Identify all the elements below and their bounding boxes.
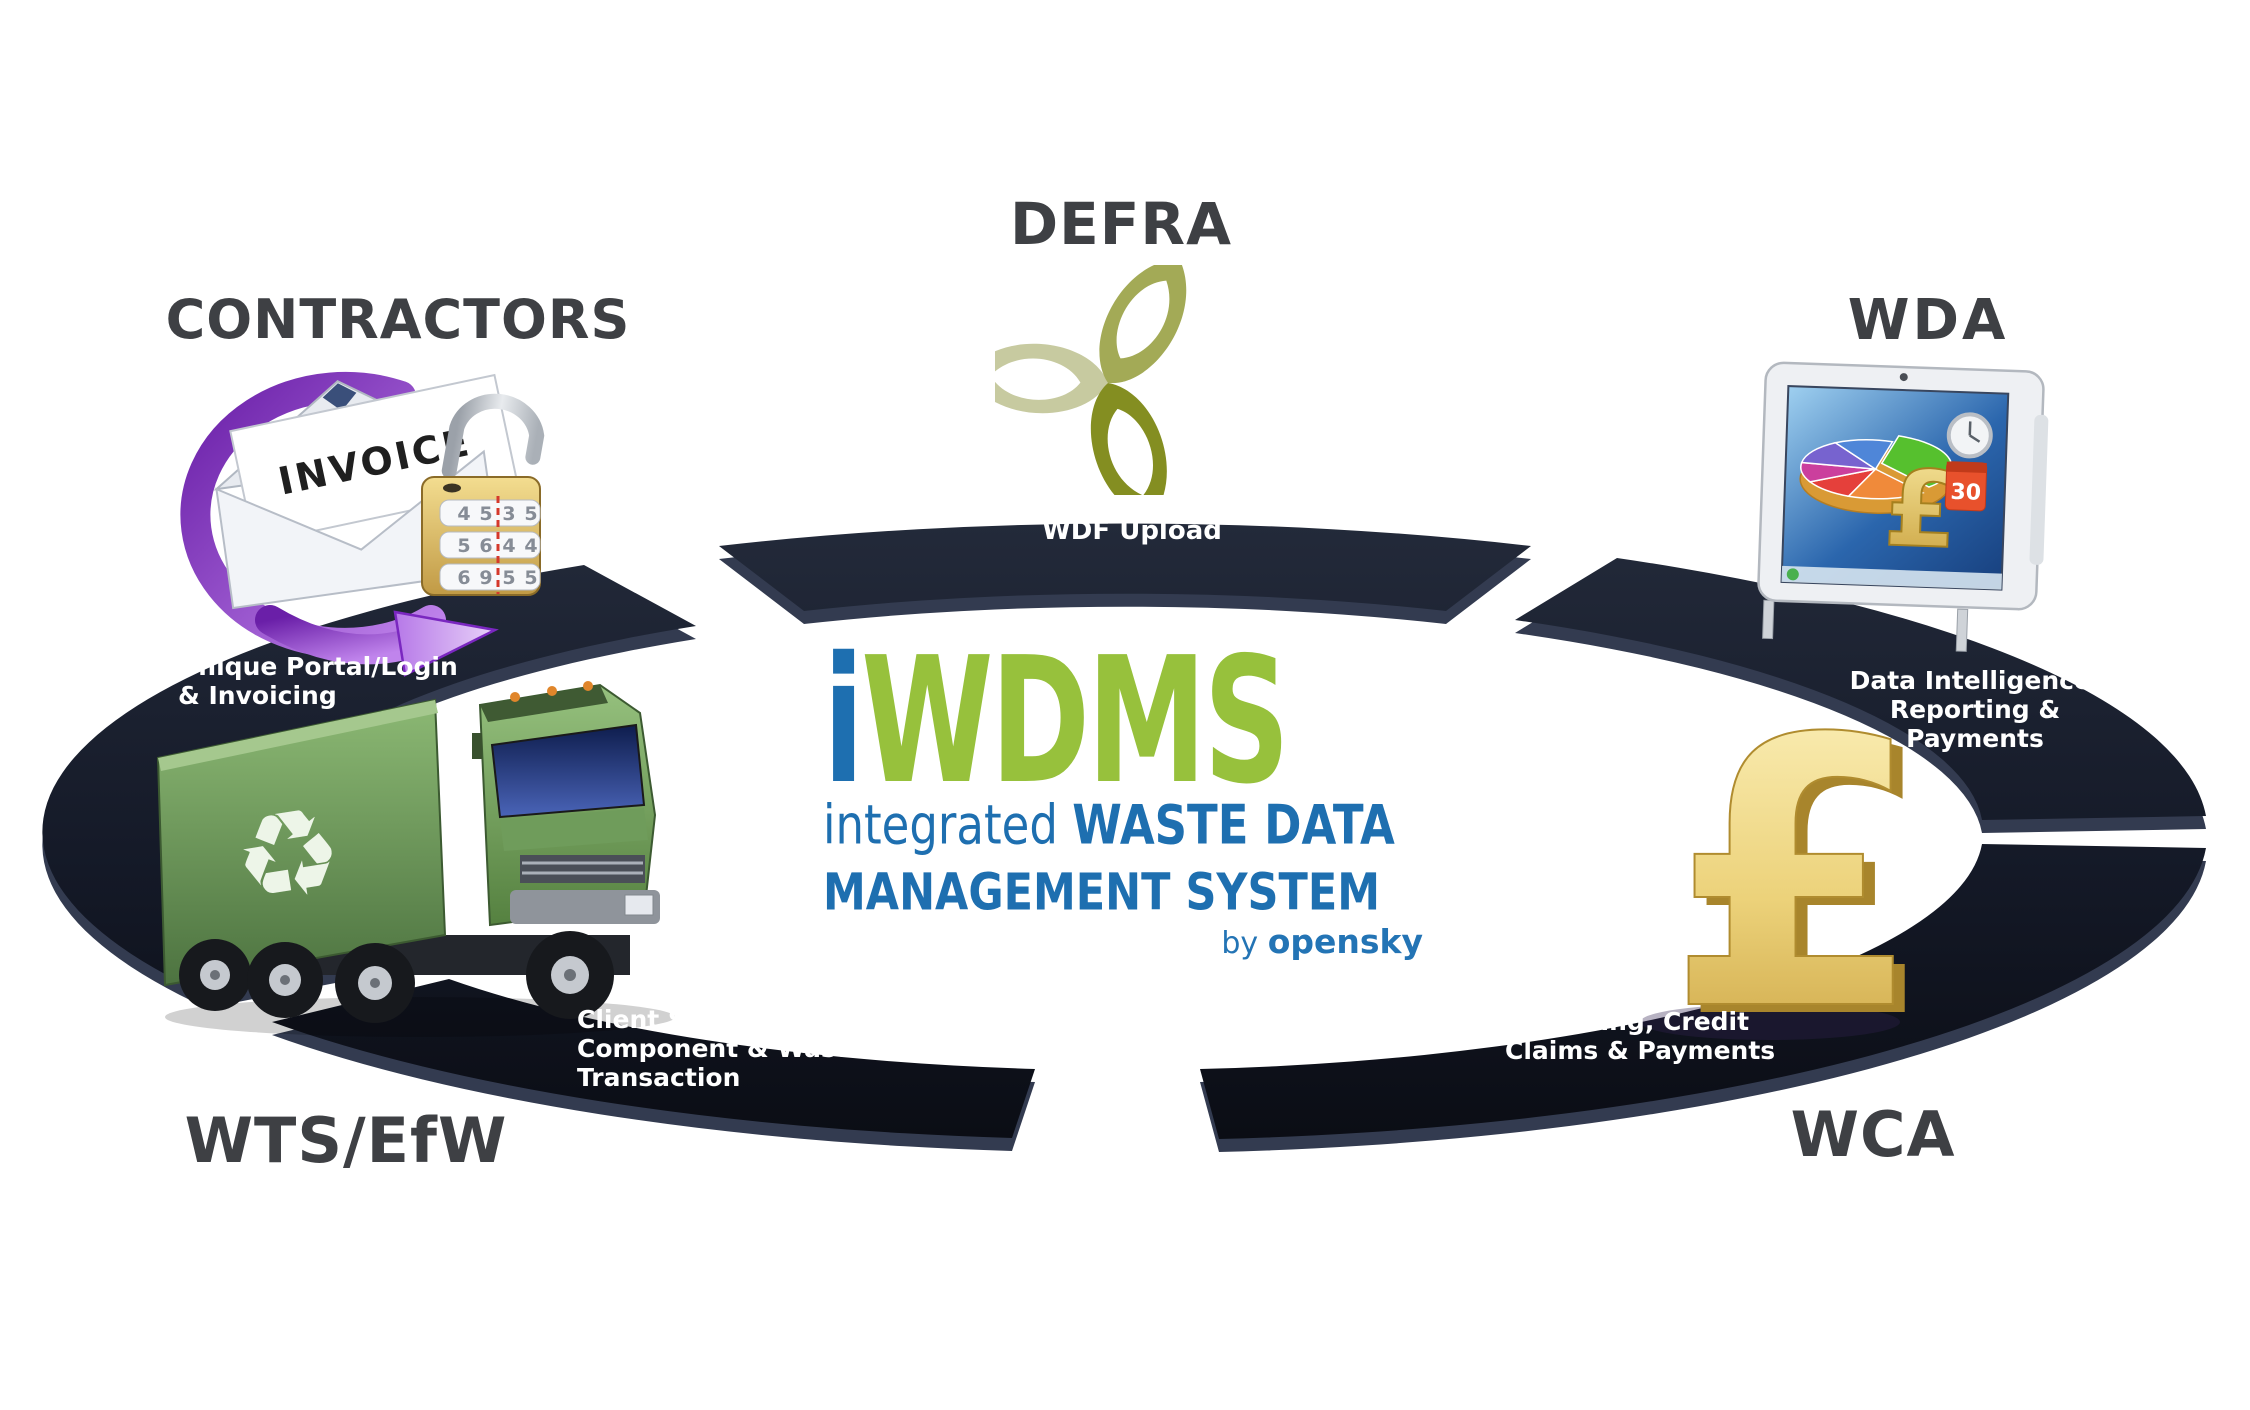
svg-text:9: 9 bbox=[479, 567, 492, 589]
heading-wts-efw: WTS/EfW bbox=[184, 1104, 508, 1177]
label-data-intelligence: Data Intelligence, Reporting & Payments bbox=[1850, 666, 2101, 753]
logo-by: by bbox=[1221, 926, 1268, 961]
label-client-sync: Client Synchronisation Component & Waste… bbox=[577, 1005, 940, 1092]
label-wdf-upload: WDF Upload bbox=[1042, 516, 1222, 546]
swirl-arrowhead bbox=[393, 610, 499, 677]
label-line: Transaction bbox=[577, 1063, 741, 1092]
label-line: Payments bbox=[1906, 724, 2044, 753]
start-orb-icon bbox=[1786, 568, 1799, 581]
logo-waste-data: WASTE DATA bbox=[1072, 793, 1395, 857]
logo-line2: integrated WASTE DATA bbox=[823, 798, 1395, 852]
monitor-leg bbox=[1955, 608, 1969, 652]
monitor-leg bbox=[1762, 599, 1775, 640]
ring-segment-reporting bbox=[1200, 844, 2206, 1139]
heading-wca: WCA bbox=[1790, 1098, 1956, 1171]
logo-i: i bbox=[823, 621, 864, 824]
logo-opensky: opensky bbox=[1267, 922, 1423, 961]
clock-icon bbox=[1946, 412, 1993, 459]
recycle-icon: ♻ bbox=[224, 779, 352, 933]
wda-monitor-graphic: £ 30 bbox=[1757, 361, 2049, 652]
truck-graphic: ♻ bbox=[156, 681, 675, 1037]
pound-icon: £ bbox=[1666, 662, 1923, 1050]
svg-text:6: 6 bbox=[479, 535, 492, 557]
defra-logo bbox=[995, 265, 1187, 495]
logo-line3: MANAGEMENT SYSTEM bbox=[823, 863, 1381, 923]
label-line: & Invoicing bbox=[178, 681, 337, 710]
webcam-icon bbox=[1899, 373, 1908, 382]
truck-wheels bbox=[179, 931, 614, 1023]
label-line: Claims & Payments bbox=[1505, 1036, 1776, 1065]
defra-leaf-mid bbox=[1099, 265, 1187, 384]
logo-wdms: WDMS bbox=[861, 621, 1290, 824]
padlock-icon: 4 5 3 5 5 6 4 4 6 9 5 5 bbox=[421, 393, 545, 596]
svg-text:5: 5 bbox=[524, 503, 537, 525]
svg-text:4: 4 bbox=[502, 535, 515, 557]
label-line: Client Synchronisation bbox=[577, 1005, 896, 1034]
heading-wda: WDA bbox=[1847, 288, 2009, 353]
label-line: Data Intelligence, bbox=[1849, 666, 2101, 695]
label-line: Unique Portal/Login bbox=[178, 652, 458, 681]
ring-segment-wdf bbox=[719, 523, 1531, 611]
svg-text:3: 3 bbox=[502, 503, 515, 525]
svg-text:6: 6 bbox=[457, 567, 470, 589]
logo-byline: by opensky bbox=[1221, 922, 1423, 961]
ring-segment-client-sync bbox=[272, 979, 1035, 1138]
svg-text:4: 4 bbox=[457, 503, 470, 525]
svg-text:5: 5 bbox=[479, 503, 492, 525]
padlock-digits: 4 5 3 5 5 6 4 4 6 9 5 5 bbox=[457, 503, 537, 589]
svg-text:30: 30 bbox=[1950, 480, 1981, 506]
svg-text:5: 5 bbox=[502, 567, 515, 589]
defra-leaf-dark bbox=[1090, 383, 1167, 495]
contractors-graphic: INVOICE 4 5 3 5 5 6 4 4 bbox=[180, 371, 545, 677]
svg-text:5: 5 bbox=[457, 535, 470, 557]
pie-chart-icon bbox=[1799, 435, 1953, 514]
label-unique-portal: Unique Portal/Login & Invoicing bbox=[178, 652, 458, 710]
logo-integrated: integrated bbox=[823, 793, 1073, 857]
heading-defra: DEFRA bbox=[1010, 190, 1232, 258]
label-reporting-credit: Reporting, Credit Claims & Payments bbox=[1505, 1007, 1775, 1065]
label-line: Reporting, Credit bbox=[1505, 1007, 1750, 1036]
label-line: Component & Waste Data bbox=[577, 1034, 940, 1063]
calendar-icon: 30 bbox=[1944, 461, 1988, 512]
svg-text:4: 4 bbox=[524, 535, 537, 557]
svg-text:5: 5 bbox=[524, 567, 537, 589]
truck-cab bbox=[472, 681, 660, 927]
truck-cargo-box bbox=[156, 698, 447, 987]
pound-icon-shadow: £ bbox=[1678, 670, 1935, 1050]
center-logo: iWDMS integrated WASTE DATA MANAGEMENT S… bbox=[823, 630, 1423, 980]
ring-segment-data-intel bbox=[1515, 558, 2206, 820]
defra-leaf-pale bbox=[995, 343, 1108, 414]
heading-contractors: CONTRACTORS bbox=[165, 288, 631, 351]
pound-graphic: £ £ bbox=[1640, 661, 1935, 1050]
label-line: Reporting & bbox=[1889, 695, 2061, 724]
logo-iwdms: iWDMS bbox=[823, 635, 1290, 810]
